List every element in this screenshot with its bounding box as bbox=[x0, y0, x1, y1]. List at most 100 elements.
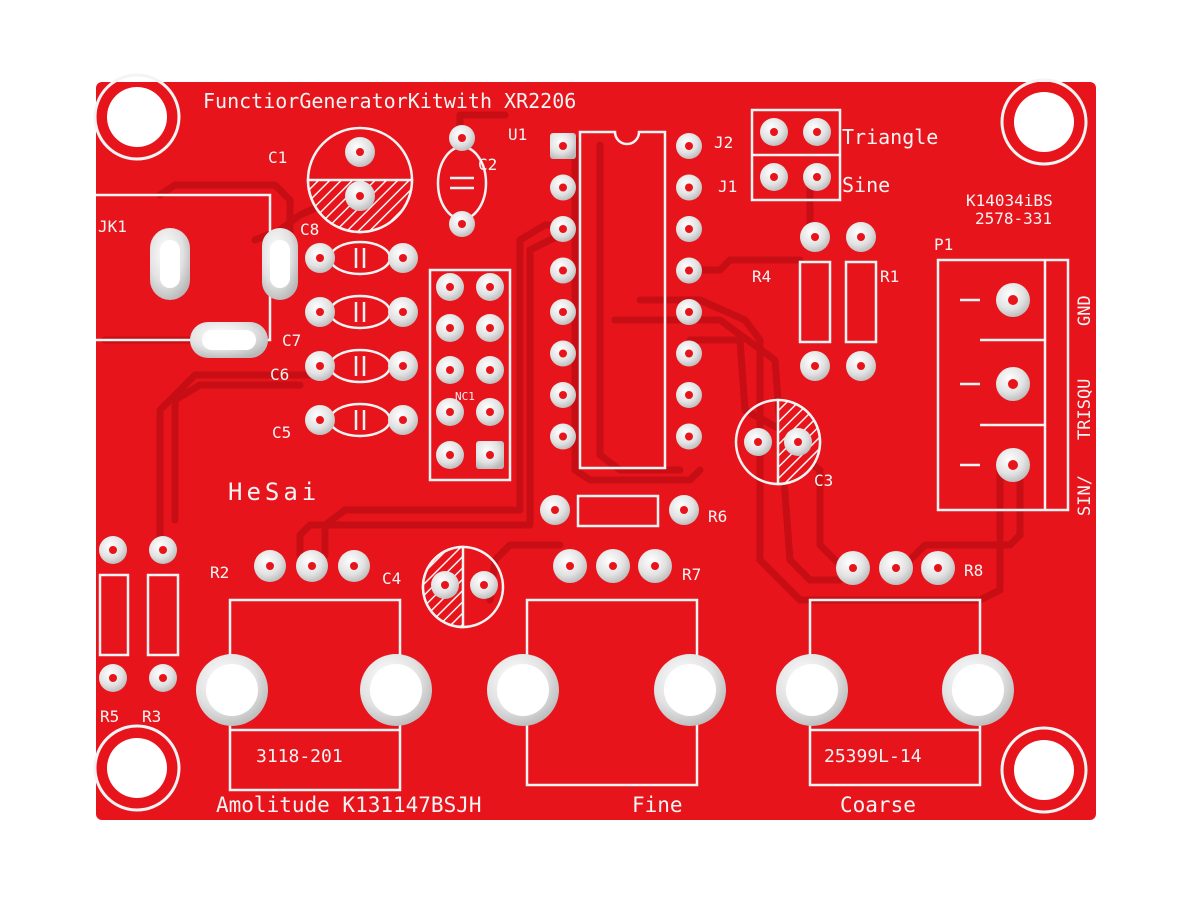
through-hole-pads bbox=[99, 118, 1030, 726]
pad-hole bbox=[685, 225, 693, 233]
pad-hole bbox=[811, 362, 819, 370]
pad-hole bbox=[446, 451, 454, 459]
module-code: K14034iBS bbox=[966, 191, 1053, 210]
pad-hole bbox=[109, 546, 117, 554]
pad-hole bbox=[486, 366, 494, 374]
pad-hole bbox=[399, 254, 407, 262]
fine-label: Fine bbox=[632, 793, 683, 817]
pad-hole bbox=[159, 674, 167, 682]
pad-hole bbox=[559, 266, 567, 275]
pad-hole bbox=[559, 142, 567, 150]
ref-jk1: JK1 bbox=[98, 217, 127, 236]
ref-r8: R8 bbox=[964, 561, 983, 580]
pot-hole bbox=[206, 664, 258, 716]
pad-hole bbox=[685, 432, 693, 441]
ref-c3: C3 bbox=[814, 471, 833, 490]
pad-hole bbox=[559, 349, 567, 358]
pot-hole bbox=[370, 664, 422, 716]
amplitude-label: Amolitude K131147BSJH bbox=[216, 793, 482, 817]
pad-hole bbox=[609, 562, 617, 570]
pad-hole bbox=[159, 546, 167, 554]
coarse-label: Coarse bbox=[840, 793, 916, 817]
pot3-code: 25399L-14 bbox=[824, 746, 922, 767]
pad-hole bbox=[109, 674, 117, 682]
pad-hole bbox=[446, 408, 454, 416]
ref-nc1: NC1 bbox=[455, 390, 475, 403]
pad-hole bbox=[316, 308, 324, 316]
pad-hole bbox=[813, 173, 821, 181]
ref-u1: U1 bbox=[508, 125, 527, 144]
ref-c1: C1 bbox=[268, 148, 287, 167]
mounting-holes bbox=[93, 73, 1088, 814]
ref-c5: C5 bbox=[272, 423, 291, 442]
pot-hole bbox=[952, 664, 1004, 716]
pot1-code: 3118-201 bbox=[256, 746, 343, 767]
pad-hole bbox=[399, 416, 407, 424]
pad-hole bbox=[441, 581, 449, 589]
pad-hole bbox=[399, 362, 407, 370]
ref-r2: R2 bbox=[210, 563, 229, 582]
pot-hole bbox=[664, 664, 716, 716]
pad-hole bbox=[685, 308, 693, 316]
pad-hole bbox=[566, 562, 574, 570]
ref-r5: R5 bbox=[100, 707, 119, 726]
ref-r3: R3 bbox=[142, 707, 161, 726]
ref-c6: C6 bbox=[270, 365, 289, 384]
pad-hole bbox=[266, 562, 274, 570]
ref-c7: C7 bbox=[282, 331, 301, 350]
ref-j1: J1 bbox=[718, 177, 737, 196]
pad-hole bbox=[399, 308, 407, 316]
pad-hole bbox=[849, 564, 857, 572]
pad-hole bbox=[356, 148, 364, 156]
pad-hole bbox=[350, 562, 358, 570]
pad-hole bbox=[316, 416, 324, 424]
ref-r4: R4 bbox=[752, 267, 771, 286]
cap-symbols bbox=[354, 176, 980, 467]
pad-hole bbox=[486, 408, 494, 416]
pad-hole bbox=[480, 581, 488, 589]
pad-hole bbox=[458, 134, 466, 142]
pad-hole bbox=[559, 432, 567, 441]
pad-hole bbox=[770, 173, 778, 181]
silkscreen-text: FunctiorGeneratorKitwith XR2206 HeSai Am… bbox=[98, 89, 1095, 817]
pad-hole bbox=[651, 562, 659, 570]
label-triangle: Triangle bbox=[842, 125, 938, 149]
pad-hole bbox=[811, 233, 819, 241]
pad-hole bbox=[934, 564, 942, 572]
pad-hole bbox=[446, 366, 454, 374]
jk1-pads bbox=[150, 228, 298, 358]
ref-r1: R1 bbox=[880, 267, 899, 286]
pad-hole bbox=[559, 183, 567, 192]
pad-hole bbox=[446, 283, 454, 291]
pad-hole bbox=[685, 142, 693, 150]
pad-hole bbox=[446, 324, 454, 332]
ref-r7: R7 bbox=[682, 565, 701, 584]
pad-hole bbox=[316, 254, 324, 262]
pad-hole bbox=[685, 183, 693, 192]
pad-hole bbox=[308, 562, 316, 570]
pad-hole bbox=[685, 349, 693, 358]
silkscreen-outlines bbox=[96, 108, 1070, 792]
pad-hole bbox=[680, 506, 688, 514]
pad-hole bbox=[857, 233, 865, 241]
ref-c8: C8 bbox=[300, 220, 319, 239]
pad-hole bbox=[458, 220, 466, 228]
pad-hole bbox=[486, 283, 494, 291]
pad-hole bbox=[685, 266, 693, 275]
module-code-2: 2578-331 bbox=[975, 209, 1052, 228]
pad-hole bbox=[857, 362, 865, 370]
pad-hole bbox=[551, 506, 559, 514]
ref-c4: C4 bbox=[382, 569, 401, 588]
pad-hole bbox=[559, 308, 567, 316]
label-sine: Sine bbox=[842, 173, 890, 197]
pad-hole bbox=[1008, 295, 1018, 305]
brand-label: HeSai bbox=[228, 478, 320, 506]
pad-hole bbox=[1008, 379, 1018, 389]
pad-hole bbox=[770, 128, 778, 136]
pad-hole bbox=[559, 391, 567, 399]
ref-j2: J2 bbox=[714, 133, 733, 152]
pad-hole bbox=[892, 564, 900, 572]
ref-r6: R6 bbox=[708, 507, 727, 526]
pad-hole bbox=[316, 362, 324, 370]
